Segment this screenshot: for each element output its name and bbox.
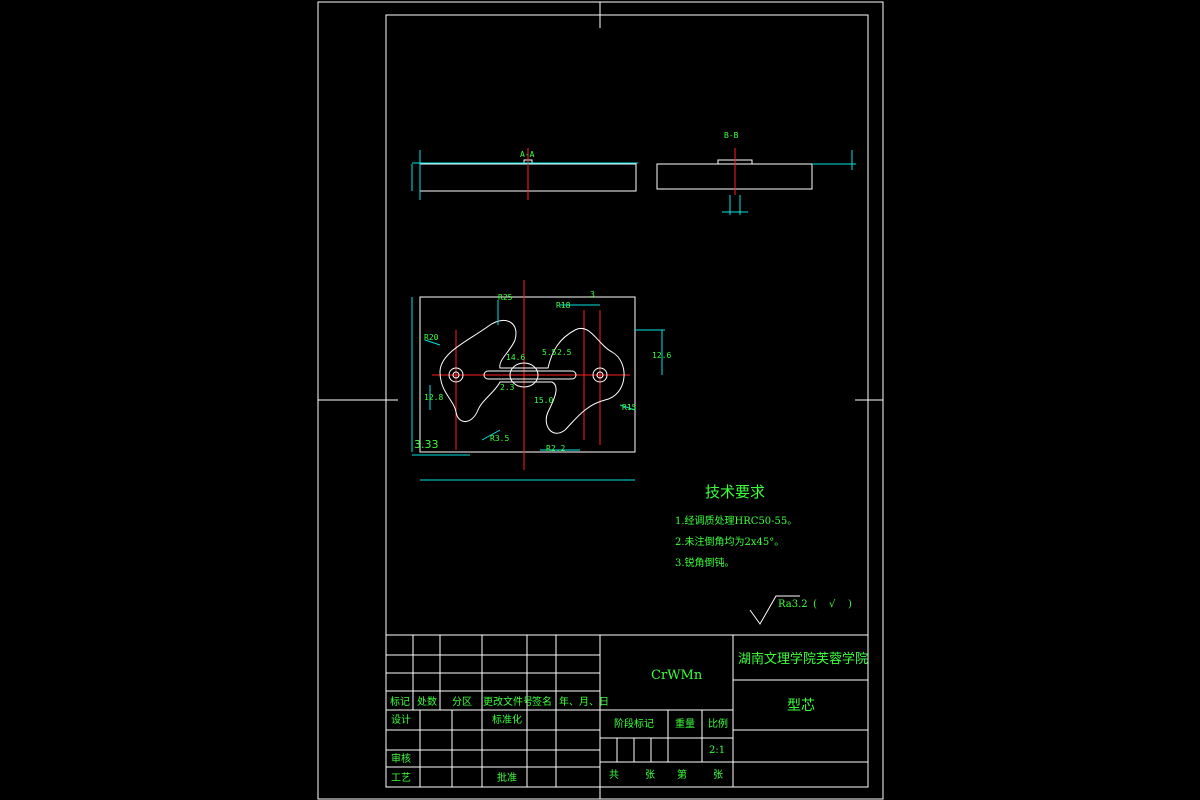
dim-3-33: 3.33 (414, 438, 439, 451)
section-view-b: B-B (656, 131, 856, 215)
section-label-b: B-B (724, 131, 739, 140)
surface-finish-symbol: Ra3.2 ( √ ) (749, 595, 852, 625)
material: CrWMn (651, 668, 703, 683)
tech-req-item-2: 2.未注倒角均为2x45°。 (675, 535, 784, 548)
section-view-a: A-A (411, 148, 638, 200)
school-name: 湖南文理学院芙蓉学院 (738, 651, 868, 667)
dim-r35: R3.5 (490, 434, 509, 443)
sheet-unit-label: 张 (645, 769, 655, 781)
section-label-a: A-A (520, 150, 535, 159)
scale-value: 2:1 (709, 745, 725, 756)
hdr-zone: 分区 (452, 696, 472, 708)
scale-label: 比例 (708, 717, 728, 730)
reviewer-label: 审核 (391, 752, 411, 765)
tech-req-item-1: 1.经调质处理HRC50-55。 (675, 514, 797, 527)
surface-finish-check: √ (829, 599, 836, 610)
stage-mark-label: 阶段标记 (614, 717, 654, 730)
standardize-label: 标准化 (492, 713, 522, 726)
dim-2-5: 2.5 (557, 348, 572, 357)
dim-3: 3 (590, 290, 595, 299)
technical-requirements: 技术要求 1.经调质处理HRC50-55。 2.未注倒角均为2x45°。 3.锐… (675, 483, 797, 569)
designer-label: 设计 (391, 713, 411, 726)
dim-12-8: 12.8 (424, 393, 443, 402)
dim-r22: R2.2 (546, 444, 565, 453)
surface-finish-label: Ra3.2 (778, 599, 808, 610)
dim-r25: R25 (498, 293, 513, 302)
sheet-num-label: 第 (677, 768, 687, 781)
hdr-sign: 签名 (532, 695, 552, 708)
hdr-date: 年、月、日 (559, 695, 609, 708)
dim-r15: R15 (622, 403, 637, 412)
core-outline (439, 320, 625, 434)
dim-5-5: 5.5 (542, 348, 557, 357)
tech-req-item-3: 3.锐角倒钝。 (675, 556, 735, 569)
surface-finish-open: ( (813, 599, 817, 610)
sheet-unit2-label: 张 (713, 769, 723, 781)
hdr-doc: 更改文件号 (483, 695, 533, 708)
approve-label: 批准 (497, 771, 517, 784)
dim-12-6: 12.6 (652, 351, 671, 360)
dim-r20: R20 (424, 333, 439, 342)
sheet-total-label: 共 (609, 769, 619, 781)
dim-2-3: 2.3 (500, 383, 515, 392)
process-label: 工艺 (391, 772, 411, 784)
weight-label: 重量 (675, 717, 695, 730)
dim-r18: R18 (556, 301, 571, 310)
dim-14-6: 14.6 (506, 353, 525, 362)
hdr-count: 处数 (417, 695, 437, 708)
surface-finish-close: ) (848, 599, 852, 610)
plan-view: R25 R20 R18 R15 R3.5 R2.2 12.6 5.5 14.6 … (411, 280, 671, 481)
hdr-mark: 标记 (390, 696, 410, 708)
part-name: 型芯 (787, 698, 815, 714)
title-block: 标记 处数 分区 更改文件号 签名 年、月、日 设计 标准化 审核 工艺 批准 … (385, 634, 869, 788)
dim-15-0: 15.0 (534, 396, 553, 405)
tech-req-title: 技术要求 (705, 483, 765, 501)
